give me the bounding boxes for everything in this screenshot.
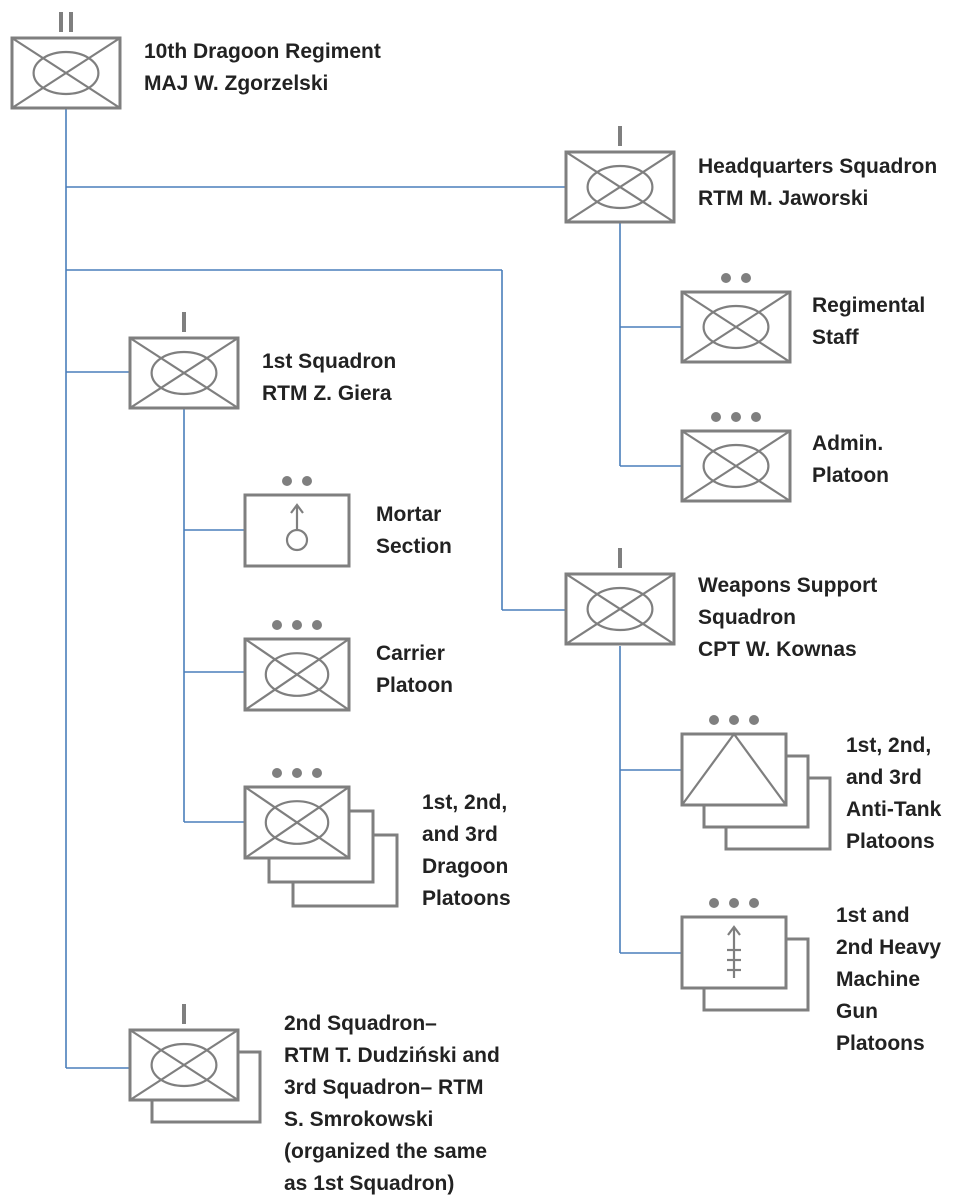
echelon-mark <box>721 273 751 283</box>
echelon-dot <box>751 412 761 422</box>
echelon-dot <box>282 476 292 486</box>
anti-tank-icon <box>681 732 787 806</box>
echelon-mark <box>59 12 73 32</box>
cross-line <box>244 638 350 711</box>
echelon-bar <box>59 12 63 32</box>
unit-admin-platoon <box>680 412 792 503</box>
echelon-mark <box>618 548 622 568</box>
armored-cavalry-icon <box>565 151 675 223</box>
armored-cavalry-icon <box>11 37 121 109</box>
mortar-arrowhead <box>290 503 304 514</box>
unit-mortar-section <box>243 476 351 568</box>
echelon-bar <box>182 312 186 332</box>
armor-oval <box>702 443 770 489</box>
cross-line <box>681 430 791 502</box>
connector-lines <box>65 108 682 1069</box>
unit-hmg-platoons <box>680 898 810 1012</box>
heavy-machine-gun-icon <box>727 925 741 978</box>
echelon-mark <box>272 768 322 778</box>
armored-cavalry-icon <box>129 337 239 409</box>
armored-cavalry-icon <box>244 638 350 711</box>
echelon-mark <box>709 715 759 725</box>
echelon-mark <box>182 312 186 332</box>
armor-oval <box>702 304 770 350</box>
unit-dragoon-platoons <box>243 768 399 908</box>
armored-cavalry-icon <box>565 573 675 645</box>
armor-oval <box>264 800 330 845</box>
unit-regiment <box>10 12 122 110</box>
echelon-bar <box>618 548 622 568</box>
cross-line <box>11 37 121 109</box>
armor-oval <box>586 586 654 632</box>
echelon-dot <box>709 898 719 908</box>
unit-antitank-platoons <box>680 715 832 851</box>
echelon-bar <box>182 1004 186 1024</box>
unit-sq1 <box>128 312 240 410</box>
admin-platoon-label: Admin.Platoon <box>812 432 889 487</box>
echelon-dot <box>749 898 759 908</box>
cross-line <box>129 337 239 409</box>
echelon-dot <box>749 715 759 725</box>
armored-cavalry-icon <box>244 786 350 859</box>
cross-line <box>565 151 675 223</box>
echelon-dot <box>312 768 322 778</box>
armored-cavalry-icon <box>129 1029 239 1101</box>
echelon-dot <box>721 273 731 283</box>
echelon-mark <box>711 412 761 422</box>
echelon-dot <box>741 273 751 283</box>
echelon-bar <box>618 126 622 146</box>
echelon-dot <box>729 898 739 908</box>
cross-line <box>244 786 350 859</box>
echelon-dot <box>731 412 741 422</box>
echelon-dot <box>729 715 739 725</box>
echelon-dot <box>272 620 282 630</box>
armored-cavalry-icon <box>681 291 791 363</box>
echelon-dot <box>711 412 721 422</box>
unit-carrier-platoon <box>243 620 351 712</box>
echelon-mark <box>182 1004 186 1024</box>
mortar-icon <box>285 503 309 552</box>
unit-regimental-staff <box>680 273 792 364</box>
echelon-mark <box>272 620 322 630</box>
anti-tank-chevron <box>681 732 787 806</box>
echelon-bar <box>69 12 73 32</box>
echelon-dot <box>312 620 322 630</box>
unit-sq2-sq3 <box>128 1004 262 1124</box>
cross-line <box>565 573 675 645</box>
echelon-dot <box>302 476 312 486</box>
echelon-dot <box>709 715 719 725</box>
unit-frame <box>680 732 788 807</box>
armored-cavalry-icon <box>681 430 791 502</box>
squadron-2-3-label: 2nd Squadron–RTM T. Dudziński and 3rd Sq… <box>284 1012 500 1195</box>
echelon-mark <box>709 898 759 908</box>
armor-oval <box>586 164 654 210</box>
cross-line <box>129 1029 239 1101</box>
echelon-dot <box>292 620 302 630</box>
armor-oval <box>32 50 100 96</box>
armor-oval <box>264 652 330 697</box>
echelon-dot <box>272 768 282 778</box>
echelon-dot <box>292 768 302 778</box>
armor-oval <box>150 350 218 396</box>
echelon-mark <box>282 476 312 486</box>
unit-weapons-squadron <box>564 548 676 646</box>
armor-oval <box>150 1042 218 1088</box>
gun-arrowhead <box>727 925 741 936</box>
cross-line <box>681 291 791 363</box>
echelon-mark <box>618 126 622 146</box>
unit-hq-squadron <box>564 126 676 224</box>
